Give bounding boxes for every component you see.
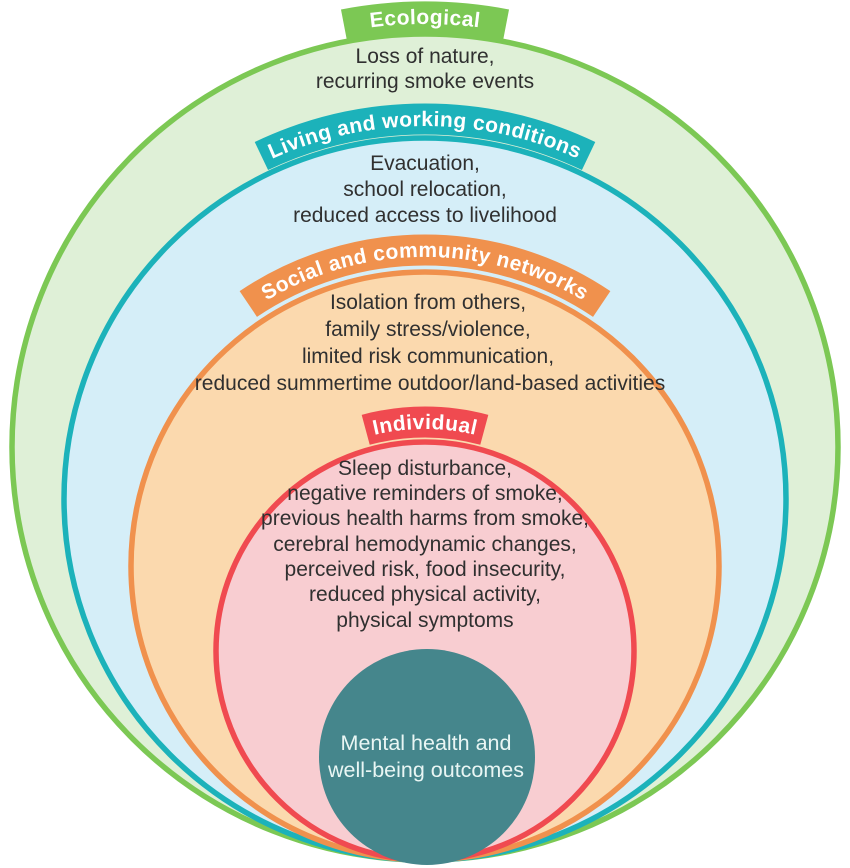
living-working-text-line: Evacuation, [370,152,480,175]
individual-text-line: previous health harms from smoke, [261,507,589,530]
core-outcomes-circle [319,649,535,865]
individual-badge [361,406,489,445]
living-working-text-line: reduced access to livelihood [293,204,557,227]
individual-text-line: cerebral hemodynamic changes, [273,533,577,556]
living-working-text-line: school relocation, [343,178,506,201]
ecological-label: Ecological [369,6,482,32]
social-community-text-line: family stress/violence, [325,318,530,341]
individual-text-line: negative reminders of smoke, [287,482,562,505]
ecological-text-line: Loss of nature, [356,45,495,68]
social-community-text-line: Isolation from others, [330,291,526,314]
social-community-badge [239,234,611,317]
individual-text-line: Sleep disturbance, [338,457,512,480]
ecological-text-line: recurring smoke events [316,70,534,93]
social-community-text-line: limited risk communication, [302,345,554,368]
social-community-text-line: reduced summertime outdoor/land-based ac… [195,372,665,395]
living-working-badge [254,103,596,170]
individual-text-line: reduced physical activity, [309,583,541,606]
individual-text-line: physical symptoms [336,609,513,632]
core-outcomes-text-line: Mental health and [341,731,512,755]
ecological-badge [340,1,510,40]
individual-text-line: perceived risk, food insecurity, [285,558,566,581]
core-outcomes-text-line: well-being outcomes [327,758,524,782]
